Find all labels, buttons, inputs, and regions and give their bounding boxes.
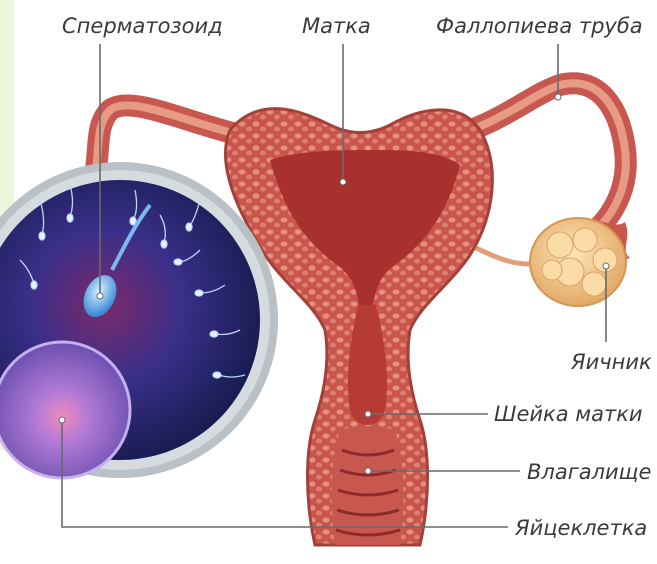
ovary — [530, 218, 626, 306]
label-fallopian-tube: Фаллопиева труба — [436, 16, 643, 37]
egg-cell — [0, 342, 130, 478]
magnified-view — [0, 162, 278, 478]
label-uterus: Матка — [302, 16, 371, 37]
label-vagina: Влагалище — [527, 462, 651, 483]
label-sperm: Сперматозоид — [62, 16, 223, 37]
label-egg: Яйцеклетка — [515, 518, 647, 539]
label-ovary: Яичник — [571, 352, 652, 373]
label-cervix: Шейка матки — [494, 404, 643, 425]
